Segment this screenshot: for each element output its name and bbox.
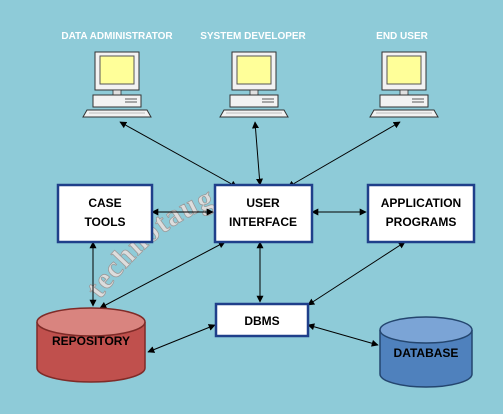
arrow-dbms-database xyxy=(307,323,379,347)
dbms-label: DBMS xyxy=(244,314,279,328)
dbms-box: DBMS xyxy=(214,302,310,338)
arrow-app-dbms xyxy=(307,241,406,306)
repository-label: REPOSITORY xyxy=(52,334,130,348)
connectors xyxy=(89,121,406,353)
arrow-developer-ui xyxy=(252,121,263,186)
end-user-label: END USER xyxy=(376,31,428,42)
database-label: DATABASE xyxy=(394,346,459,360)
data-administrator-computer-icon xyxy=(82,51,152,118)
case-tools-line1: CASE xyxy=(88,196,121,210)
data-administrator-label: DATA ADMINISTRATOR xyxy=(61,31,173,42)
user-interface-box: USER INTERFACE xyxy=(213,183,314,244)
arrow-ui-repository xyxy=(99,241,226,309)
case-tools-box: CASE TOOLS xyxy=(56,183,154,244)
database-cylinder: DATABASE xyxy=(379,316,473,388)
user-interface-line1: USER xyxy=(246,196,280,210)
arrow-dbms-repository xyxy=(147,324,216,353)
application-programs-box: APPLICATION PROGRAMS xyxy=(366,183,476,244)
system-developer-label: SYSTEM DEVELOPER xyxy=(200,31,306,42)
application-programs-line1: APPLICATION xyxy=(381,196,461,210)
system-developer-computer-icon xyxy=(219,51,289,118)
end-user-computer-icon xyxy=(369,51,439,118)
arrow-admin-ui xyxy=(119,121,238,188)
user-interface-line2: INTERFACE xyxy=(229,215,297,229)
case-tools-line2: TOOLS xyxy=(84,215,125,229)
application-programs-line2: PROGRAMS xyxy=(386,215,457,229)
repository-cylinder: REPOSITORY xyxy=(36,307,146,383)
arrow-enduser-ui xyxy=(287,121,401,188)
